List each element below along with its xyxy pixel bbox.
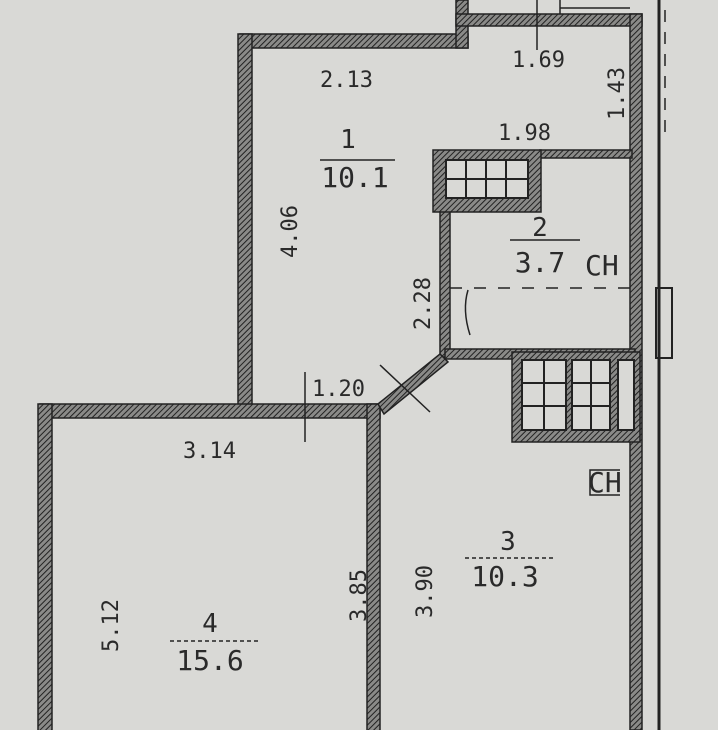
dim-corridor-depth: 1.43 [605, 67, 630, 120]
wall-room4-left [37, 403, 53, 730]
wall-room4-right [366, 403, 381, 730]
room1-area: 10.1 [321, 161, 388, 194]
bath-left-wall [439, 204, 451, 358]
vent-shaft-kitchen [511, 351, 641, 443]
bath-equipment-mark: СН [585, 249, 619, 282]
dim-room4-wall: 3.85 [347, 569, 372, 622]
dim-room4-width: 3.14 [183, 439, 236, 464]
dim-corridor-width: 1.69 [512, 48, 565, 73]
wall-diagonal [377, 352, 450, 416]
room3-area: 10.3 [471, 560, 538, 593]
annotation-lines [170, 0, 630, 642]
room4-number: 4 [202, 609, 218, 639]
dim-bath-width: 1.98 [498, 121, 551, 146]
room1-number: 1 [340, 125, 356, 155]
room4-area: 15.6 [176, 644, 243, 677]
vent-shaft-bath [432, 149, 542, 213]
kitchen-equipment-mark: СН [588, 466, 622, 499]
dim-room1-width: 2.13 [320, 68, 373, 93]
room3-number: 3 [500, 527, 516, 557]
dim-room4-length: 5.12 [99, 599, 124, 652]
exterior-line [655, 0, 673, 730]
dim-room3-length: 3.90 [413, 565, 438, 618]
dim-bath-length: 2.28 [411, 277, 436, 330]
dim-door-width: 1.20 [312, 377, 365, 402]
wall-corridor-top [455, 13, 643, 27]
room2-number: 2 [532, 213, 548, 243]
wall-room1-left [237, 33, 253, 415]
wall-room4-top [39, 403, 381, 419]
bath-top-wall [539, 149, 633, 159]
wall-room1-top [239, 33, 469, 49]
window [655, 287, 673, 359]
room2-area: 3.7 [515, 246, 566, 279]
dim-room1-length: 4.06 [278, 205, 303, 258]
